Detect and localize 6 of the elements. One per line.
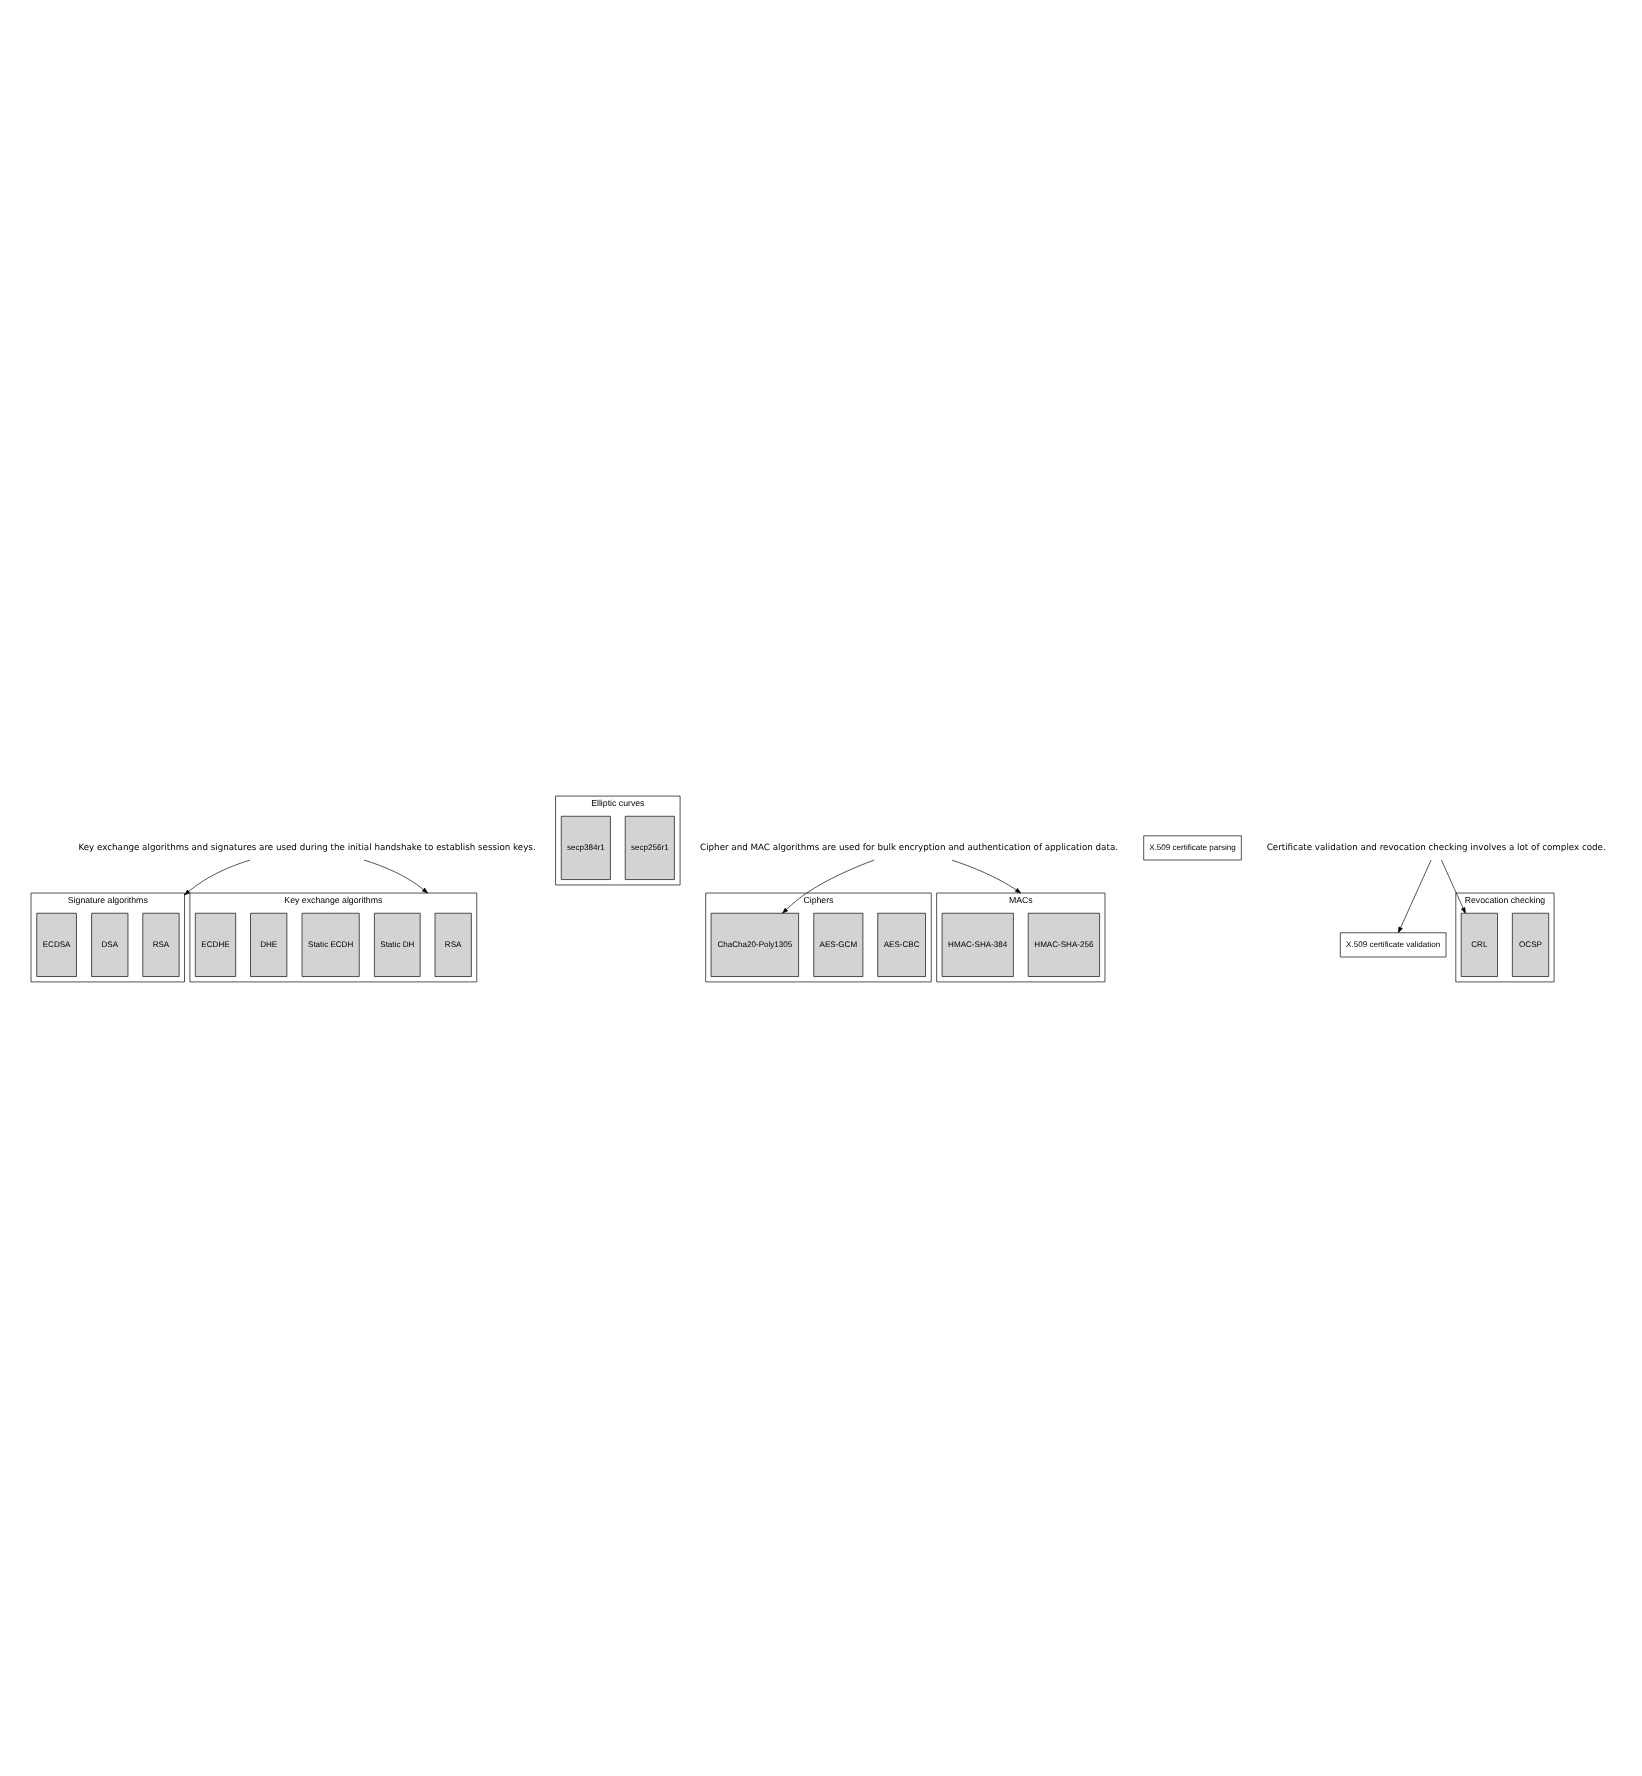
- arrow: [1441, 858, 1466, 913]
- arrow: [363, 858, 428, 893]
- arrow: [951, 858, 1022, 893]
- arrow: [782, 858, 875, 913]
- arrow: [184, 858, 251, 895]
- arrow: [1398, 858, 1432, 932]
